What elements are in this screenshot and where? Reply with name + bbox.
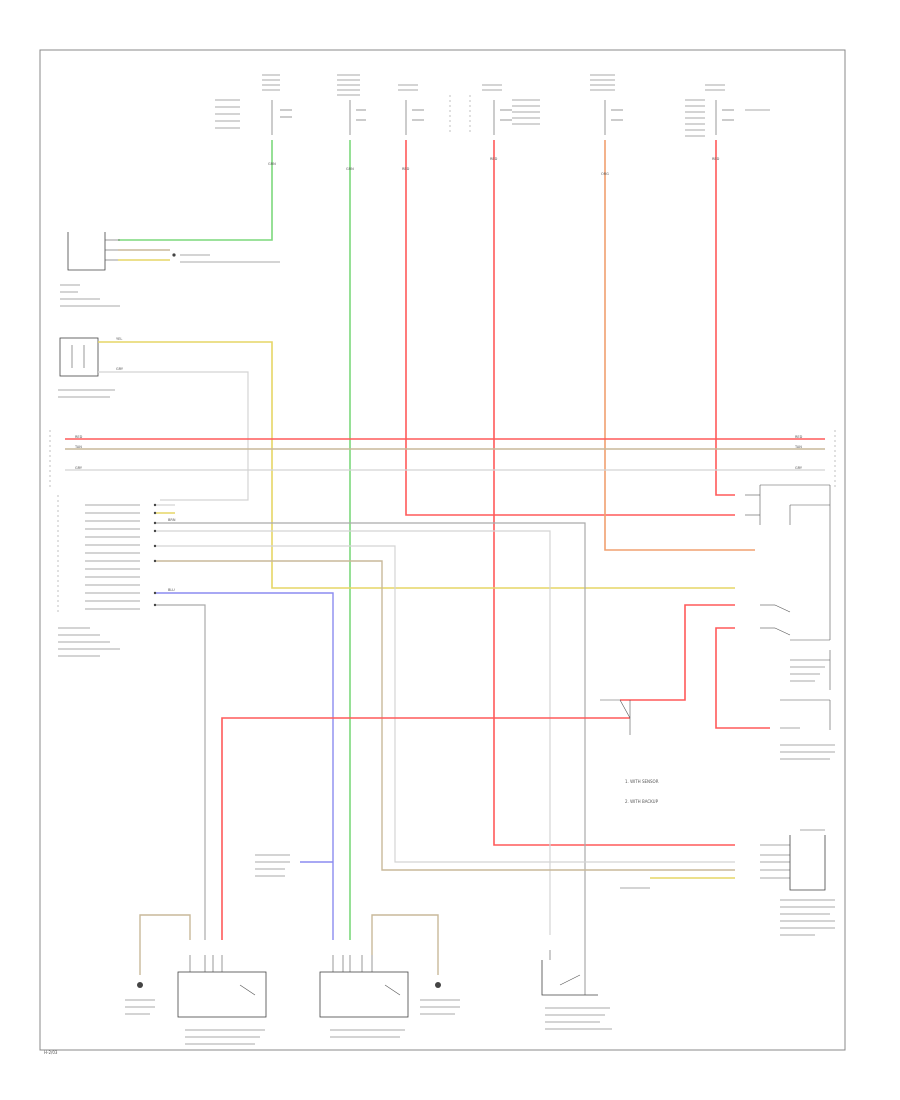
diagram-frame [39, 49, 846, 1051]
connector-lower-right [760, 829, 835, 936]
wire-mcm-4 [155, 530, 551, 935]
bus-label-tan-l: TAN [74, 445, 82, 449]
wire-label-grn-top: GRN [268, 162, 276, 166]
bus-label-tan-r: TAN [794, 445, 802, 449]
wire-orange-a [604, 140, 755, 551]
fuse-group-6 [685, 84, 770, 137]
wire-green-a [118, 140, 273, 241]
wire-red-a [405, 140, 735, 516]
wire-mcm-5 [155, 545, 735, 863]
sensor-box [58, 337, 115, 398]
ground-left [125, 914, 191, 1015]
wire-label-brn: BRN [168, 518, 176, 522]
wire-label-gry-sensor: GRY [116, 367, 124, 371]
wire-label-blu: BLU [168, 588, 175, 592]
wire-mcm-8 [155, 604, 206, 940]
wire-yellow-sensor [98, 341, 735, 589]
wire-red-c [715, 140, 735, 496]
bus-label-gry-r: GRY [795, 466, 803, 470]
bus-label-gry-l: GRY [75, 466, 83, 470]
note-2: 2. WITH BACKUP [625, 799, 659, 804]
fuse-group-2 [337, 74, 366, 135]
switch-module-lower-right [221, 699, 835, 940]
wire-lightgray-sensor [98, 371, 249, 501]
wire-label-org-top: ORG [601, 172, 609, 176]
wire-label-red-top: RED [402, 167, 410, 171]
switch-module-top-right [745, 484, 831, 640]
wire-mcm-3 [155, 522, 586, 950]
wire-mcm-6 [155, 560, 735, 871]
switch-module-mid-right [620, 604, 831, 729]
wire-mcm-7 [155, 592, 334, 940]
wire-red-b [493, 140, 735, 846]
fuse-group-4 [482, 84, 540, 135]
bus-label-red-l: RED [75, 435, 83, 439]
actuator-lower-center [541, 950, 612, 1030]
motor-module-center [319, 914, 460, 1038]
bus-label-red-r: RED [795, 435, 803, 439]
module-upper-left [60, 232, 120, 307]
wire-label-red-c: RED [712, 157, 720, 161]
main-control-module [57, 495, 140, 657]
wire-label-grn-mid: GRN [346, 167, 354, 171]
fuse-group-5 [590, 74, 623, 135]
fuse-group-3 [398, 84, 471, 135]
motor-module-left [177, 955, 267, 1045]
junction-small-label [255, 854, 333, 877]
wire-label-yel-sensor: YEL [116, 337, 122, 341]
wire-label-red-b: RED [490, 157, 498, 161]
fuse-group-1 [215, 74, 292, 135]
footer-code: H-2/03 [44, 1050, 58, 1055]
note-1: 1. WITH SENSOR [625, 779, 659, 784]
